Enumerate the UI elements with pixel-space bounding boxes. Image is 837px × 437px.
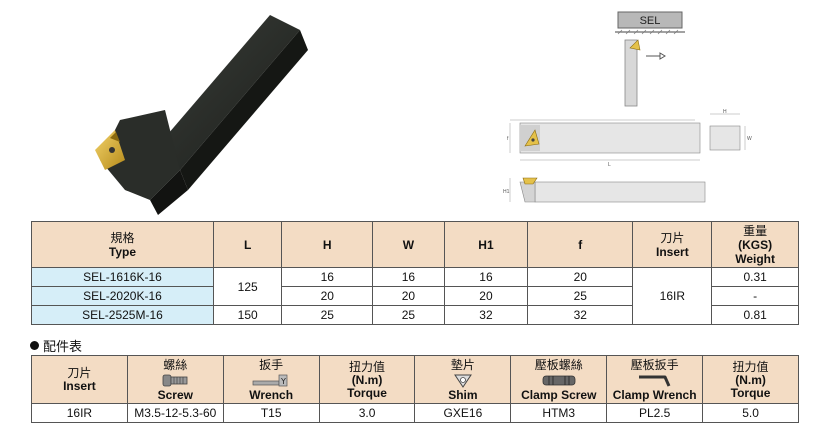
dim-h1: H1 bbox=[503, 189, 510, 195]
svg-text:Y: Y bbox=[280, 377, 286, 386]
table-row: SEL-2020K-16 20 20 20 25 - bbox=[31, 286, 799, 306]
spec-table: 規格 Type L H W H1 f 刀片 Insert 重量 (KGS) We… bbox=[31, 221, 799, 325]
wrench-icon: Y bbox=[252, 374, 288, 386]
cell-type: SEL-2020K-16 bbox=[31, 286, 214, 306]
clamp-screw-icon bbox=[542, 375, 576, 385]
cell-w: 25 bbox=[372, 305, 445, 325]
cell-f: 25 bbox=[527, 286, 634, 306]
dim-w: W bbox=[747, 136, 752, 142]
dim-h: H bbox=[723, 109, 727, 115]
acc-header-screw: 螺絲 Screw bbox=[126, 355, 224, 404]
acc-header-clamp-wrench: 壓板扳手 Clamp Wrench bbox=[606, 355, 704, 404]
spec-header-row: 規格 Type L H W H1 f 刀片 Insert 重量 (KGS) We… bbox=[31, 221, 799, 268]
acc-cell-torque: 3.0 bbox=[318, 403, 416, 423]
cell-type: SEL-2525M-16 bbox=[31, 305, 214, 325]
header-insert: 刀片 Insert bbox=[632, 221, 713, 268]
tool-holder-photo bbox=[95, 15, 308, 215]
header-h1: H1 bbox=[443, 221, 529, 268]
cell-h1: 16 bbox=[443, 267, 529, 287]
cell-weight: 0.31 bbox=[711, 267, 799, 287]
dim-f: f bbox=[507, 136, 509, 142]
header-type: 規格 Type bbox=[31, 221, 214, 268]
acc-cell-clamp-wrench: PL2.5 bbox=[606, 403, 704, 423]
acc-header-torque: 扭力值 (N.m) Torque bbox=[318, 355, 416, 404]
shim-icon bbox=[453, 374, 472, 388]
cell-w: 16 bbox=[372, 267, 445, 287]
acc-header-insert: 刀片 Insert bbox=[31, 355, 128, 404]
acc-header-clamp-screw: 壓板螺絲 Clamp Screw bbox=[510, 355, 608, 404]
table-row: SEL-2525M-16 150 25 25 32 32 0.81 bbox=[31, 305, 799, 325]
acc-header-clamp-torque: 扭力值 (N.m) Torque bbox=[702, 355, 799, 404]
cell-f: 32 bbox=[527, 305, 634, 325]
acc-cell-clamp-screw: HTM3 bbox=[510, 403, 608, 423]
cell-h1: 20 bbox=[443, 286, 529, 306]
header-weight: 重量 (KGS) Weight bbox=[711, 221, 799, 268]
accessories-title: 配件表 bbox=[30, 336, 82, 355]
boring-schematic: SEL bbox=[615, 11, 685, 107]
cell-type: SEL-1616K-16 bbox=[31, 267, 214, 287]
cell-w: 20 bbox=[372, 286, 445, 306]
header-l: L bbox=[212, 221, 283, 268]
sel-label: SEL bbox=[640, 15, 661, 27]
acc-header-wrench: 扳手 Y Wrench bbox=[222, 355, 320, 404]
header-f: f bbox=[527, 221, 634, 268]
hex-key-icon bbox=[638, 375, 671, 387]
acc-header-shim: 墊片 Shim bbox=[414, 355, 512, 404]
header-h: H bbox=[281, 221, 373, 268]
cell-h1: 32 bbox=[443, 305, 529, 325]
table-row: 16IR M3.5-12-5.3-60 T15 3.0 GXE16 HTM3 P… bbox=[31, 403, 799, 423]
cell-l: 150 bbox=[212, 305, 283, 325]
cell-l: 125 bbox=[212, 267, 283, 306]
cell-weight: 0.81 bbox=[711, 305, 799, 325]
dim-l: L bbox=[608, 162, 611, 168]
cell-h: 25 bbox=[281, 305, 373, 325]
cell-weight: - bbox=[711, 286, 799, 306]
acc-cell-wrench: T15 bbox=[222, 403, 320, 423]
acc-cell-insert: 16IR bbox=[31, 403, 128, 423]
cell-h: 20 bbox=[281, 286, 373, 306]
header-w: W bbox=[372, 221, 445, 268]
table-row: SEL-1616K-16 125 16 16 16 20 16IR 0.31 bbox=[31, 267, 799, 325]
dimension-drawing: f L H W H1 bbox=[503, 109, 752, 203]
screw-icon bbox=[162, 374, 188, 386]
bullet-icon bbox=[30, 341, 39, 350]
cell-h: 16 bbox=[281, 267, 373, 287]
accessories-header-row: 刀片 Insert 螺絲 Screw 扳手 Y Wrench bbox=[31, 355, 799, 404]
acc-cell-screw: M3.5-12-5.3-60 bbox=[126, 403, 224, 423]
accessories-table: 刀片 Insert 螺絲 Screw 扳手 Y Wrench bbox=[31, 355, 799, 423]
cell-insert: 16IR bbox=[632, 267, 713, 325]
acc-cell-clamp-torque: 5.0 bbox=[702, 403, 799, 423]
cell-f: 20 bbox=[527, 267, 634, 287]
acc-cell-shim: GXE16 bbox=[414, 403, 512, 423]
